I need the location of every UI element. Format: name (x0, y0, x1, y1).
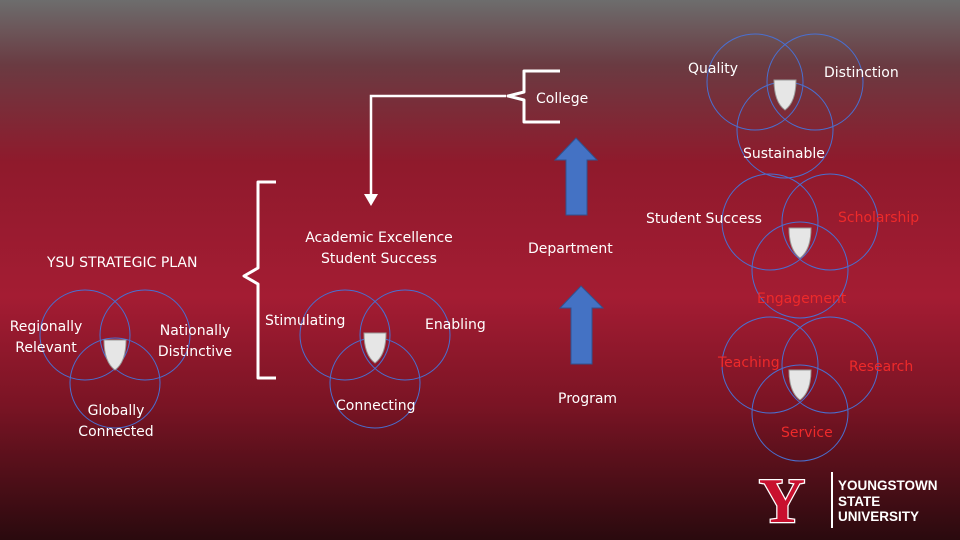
strategic-plan-label: YSU STRATEGIC PLAN (47, 255, 198, 271)
quality-label: Quality (688, 61, 739, 77)
top-venn (706, 33, 864, 179)
mid-venn-circle-bottom (751, 221, 849, 319)
approach-venn (299, 289, 451, 429)
logo-divider (831, 472, 833, 528)
stimulating-label: Stimulating (265, 313, 346, 329)
wordmark-line-3: UNIVERSITY (838, 509, 920, 524)
wordmark-line-2: STATE (838, 493, 881, 509)
plan-venn-circle-left (39, 289, 131, 381)
mid-venn-circle-left (721, 173, 819, 271)
approach-venn-circle-left (299, 289, 391, 381)
connecting-label: Connecting (336, 398, 416, 414)
teaching-label: Teaching (718, 355, 780, 371)
distinction-label: Distinction (824, 65, 899, 81)
plan-brace (242, 180, 276, 380)
department-label: Department (528, 241, 613, 257)
plan-venn (39, 289, 191, 429)
nationally-distinctive-label: Nationally Distinctive (154, 321, 236, 363)
mid-venn-circle-right (781, 173, 879, 271)
program-venn-center (788, 369, 812, 401)
top-venn-circle-left (706, 33, 804, 131)
top-venn-center (773, 79, 797, 111)
wordmark-line-1: YOUNGSTOWN (838, 478, 938, 493)
regionally-line: Regionally (9, 319, 83, 335)
research-label: Research (849, 359, 914, 375)
enabling-label: Enabling (425, 317, 486, 333)
approach-venn-center (363, 332, 387, 364)
student-success-label: Student Success (646, 211, 762, 227)
ysu-logo: Y (758, 470, 833, 532)
ysu-logo-letter: Y (759, 470, 805, 532)
program-venn (721, 316, 879, 462)
program-to-department-arrow (558, 285, 605, 365)
college-brace (506, 69, 560, 124)
plan-venn-center (103, 339, 127, 371)
plan-venn-circle-right (99, 289, 191, 381)
globally-line: Globally (87, 403, 145, 419)
academic-line-1: Academic Excellence (305, 230, 453, 246)
academic-line-2: Student Success (321, 251, 437, 267)
mid-venn (721, 173, 879, 319)
department-to-college-arrow (553, 137, 599, 216)
academic-excellence-label: Academic Excellence Student Success (300, 228, 458, 270)
ysu-wordmark: YOUNGSTOWN STATE UNIVERSITY (838, 478, 938, 525)
college-label: College (536, 91, 589, 107)
globally-connected-label: Globally Connected (74, 401, 158, 443)
regionally-relevant-label: Regionally Relevant (6, 317, 86, 359)
top-venn-circle-right (766, 33, 864, 131)
approach-venn-circle-right (359, 289, 451, 381)
mid-venn-center (788, 227, 812, 259)
connected-line: Connected (78, 424, 154, 440)
program-venn-circle-left (721, 316, 819, 414)
service-label: Service (781, 425, 833, 441)
connector-arrowhead (364, 194, 378, 206)
program-venn-circle-right (781, 316, 879, 414)
program-label: Program (558, 391, 618, 407)
college-connector-line (369, 94, 506, 196)
engagement-label: Engagement (757, 291, 847, 307)
scholarship-label: Scholarship (838, 210, 920, 226)
nationally-line: Nationally (159, 323, 231, 339)
distinctive-line: Distinctive (157, 344, 233, 360)
program-venn-circle-bottom (751, 364, 849, 462)
plan-venn-circle-bottom (69, 337, 161, 429)
relevant-line: Relevant (15, 340, 77, 356)
sustainable-label: Sustainable (743, 146, 825, 162)
